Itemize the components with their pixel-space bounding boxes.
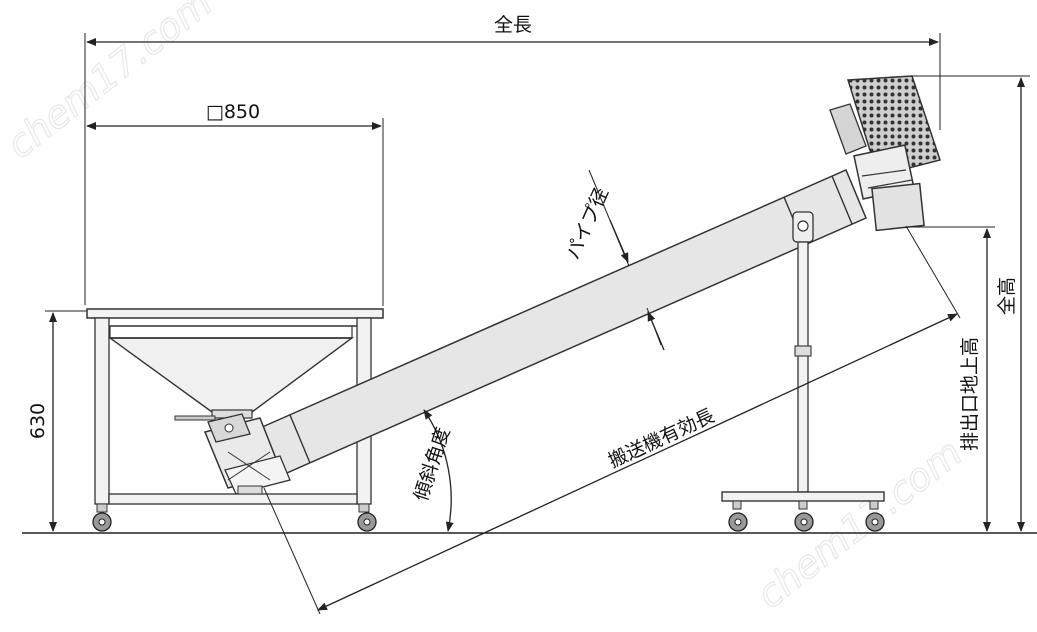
watermark-1: chem17.com (0, 0, 220, 167)
overall-length-label: 全長 (494, 14, 532, 36)
discharge-head (829, 75, 941, 232)
caster-right (357, 503, 377, 532)
table-height-label: 630 (27, 403, 49, 439)
table-height-dimension: 630 (27, 310, 88, 532)
hopper-size-dimension: □850 (86, 101, 384, 306)
discharge-height-label: 排出口地上高 (959, 337, 981, 451)
overall-height-label: 全高 (996, 277, 1018, 315)
watermark-2: chem17.com (748, 430, 970, 617)
incline-angle-dimension: 傾斜角度 (410, 409, 455, 532)
overall-length-dimension: 全長 (84, 14, 941, 305)
effective-length-label: 搬送機有効長 (605, 405, 718, 473)
stand-caster-left (728, 500, 748, 532)
pipe-diameter-label: パイプ径 (562, 184, 613, 262)
stand-caster-middle (794, 500, 814, 532)
hopper-size-label: □850 (206, 101, 260, 123)
overall-height-dimension: 全高 (912, 75, 1030, 532)
discharge-height-dimension: 排出口地上高 (905, 226, 995, 532)
conveyor-tube (203, 169, 867, 495)
caster-left (92, 503, 112, 532)
